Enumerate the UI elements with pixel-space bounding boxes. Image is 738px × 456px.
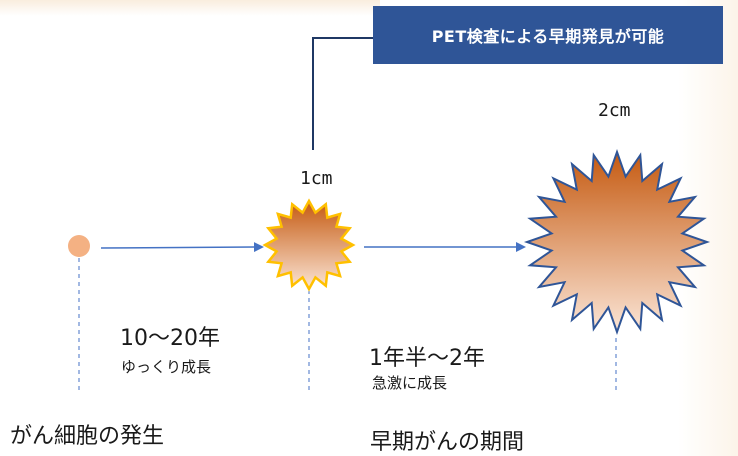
stage-onset-label: がん細胞の発生 xyxy=(10,424,165,449)
cancer-cell-dot xyxy=(68,235,90,257)
phase-slow-note: ゆっくり成長 xyxy=(121,358,212,376)
callout-leader-line xyxy=(312,37,373,150)
callout-text: PET検査による早期発見が可能 xyxy=(431,27,665,46)
tumor-2cm-shape xyxy=(523,148,711,336)
size-label-1cm: 1cm xyxy=(300,168,333,189)
tumor-1cm-shape xyxy=(262,198,356,292)
stage-early-label: 早期がんの期間 xyxy=(370,430,525,455)
phase-fast-note: 急激に成長 xyxy=(372,374,448,392)
pet-detection-callout: PET検査による早期発見が可能 xyxy=(373,6,723,64)
phase-fast-duration: 1年半〜2年 xyxy=(369,346,485,371)
growth-arrow-slow xyxy=(100,242,264,253)
size-label-2cm: 2cm xyxy=(598,100,631,121)
phase-slow-duration: 10〜20年 xyxy=(120,326,220,351)
top-glow xyxy=(0,0,380,16)
